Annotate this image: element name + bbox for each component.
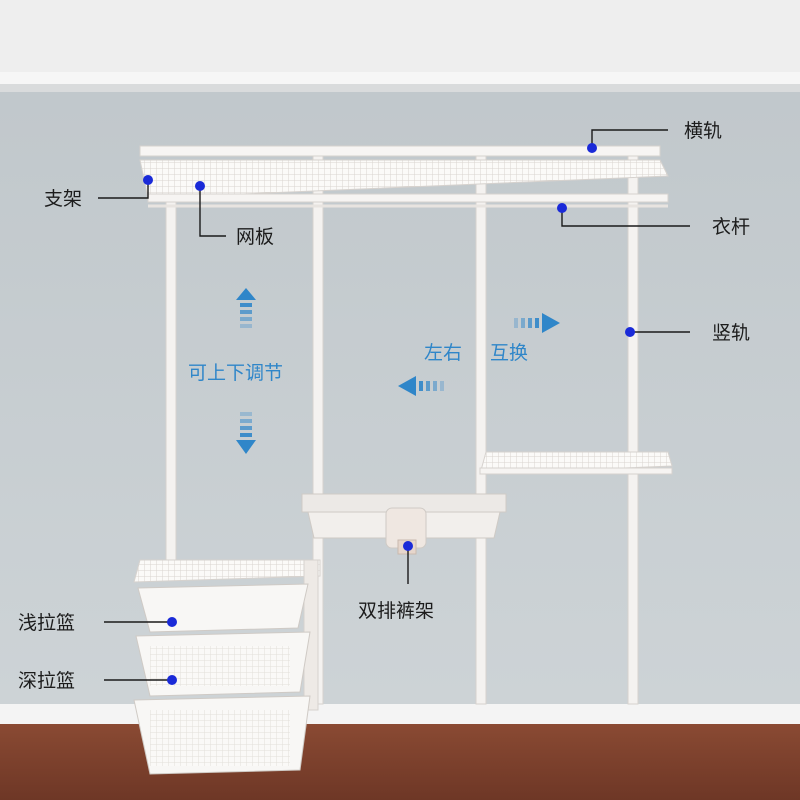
crown-molding: [0, 72, 800, 86]
crown-molding-shadow: [0, 84, 800, 92]
ceiling: [0, 0, 800, 86]
label-bracket: 支架: [44, 188, 83, 210]
top-wire-shelf: [139, 159, 669, 208]
left-arrow: [398, 376, 444, 396]
middle-wire-shelf: [479, 451, 673, 475]
label-shallow-basket: 浅拉篮: [18, 612, 76, 634]
callout-dot-horizontal-rail: [587, 143, 597, 153]
callout-dot-deep-basket: [167, 675, 177, 685]
label-horizontal-rail: 横轨: [684, 120, 723, 142]
callout-line-horizontal-rail: [591, 129, 668, 148]
label-swap-left: 左右: [424, 342, 463, 364]
pants-rack: [301, 493, 507, 555]
label-wire-shelf: 网板: [236, 226, 275, 248]
callout-dots: [143, 143, 635, 685]
callout-dot-wire-shelf: [195, 181, 205, 191]
up-arrow: [236, 288, 256, 328]
label-vertical-rail: 竖轨: [712, 322, 751, 344]
callout-line-hanging-rod: [561, 208, 690, 227]
basket-tower: [133, 559, 321, 775]
down-arrow: [236, 412, 256, 454]
callout-line-wire-shelf: [199, 186, 226, 237]
callout-dot-bracket: [143, 175, 153, 185]
floor: [0, 724, 800, 800]
label-swap-right: 互换: [490, 342, 529, 364]
baseboard: [0, 704, 800, 726]
label-adjustable: 可上下调节: [188, 362, 284, 384]
callout-lines: [98, 129, 690, 681]
label-hanging-rod: 衣杆: [712, 216, 751, 238]
callout-dot-pants-rack: [403, 541, 413, 551]
right-arrow: [514, 313, 560, 333]
callout-line-bracket: [98, 180, 149, 199]
label-deep-basket: 深拉篮: [18, 670, 76, 692]
callout-dot-hanging-rod: [557, 203, 567, 213]
callout-dot-shallow-basket: [167, 617, 177, 627]
callout-dot-vertical-rail: [625, 327, 635, 337]
top-horizontal-rail: [139, 145, 661, 157]
label-double-pants-rack: 双排裤架: [358, 600, 435, 622]
